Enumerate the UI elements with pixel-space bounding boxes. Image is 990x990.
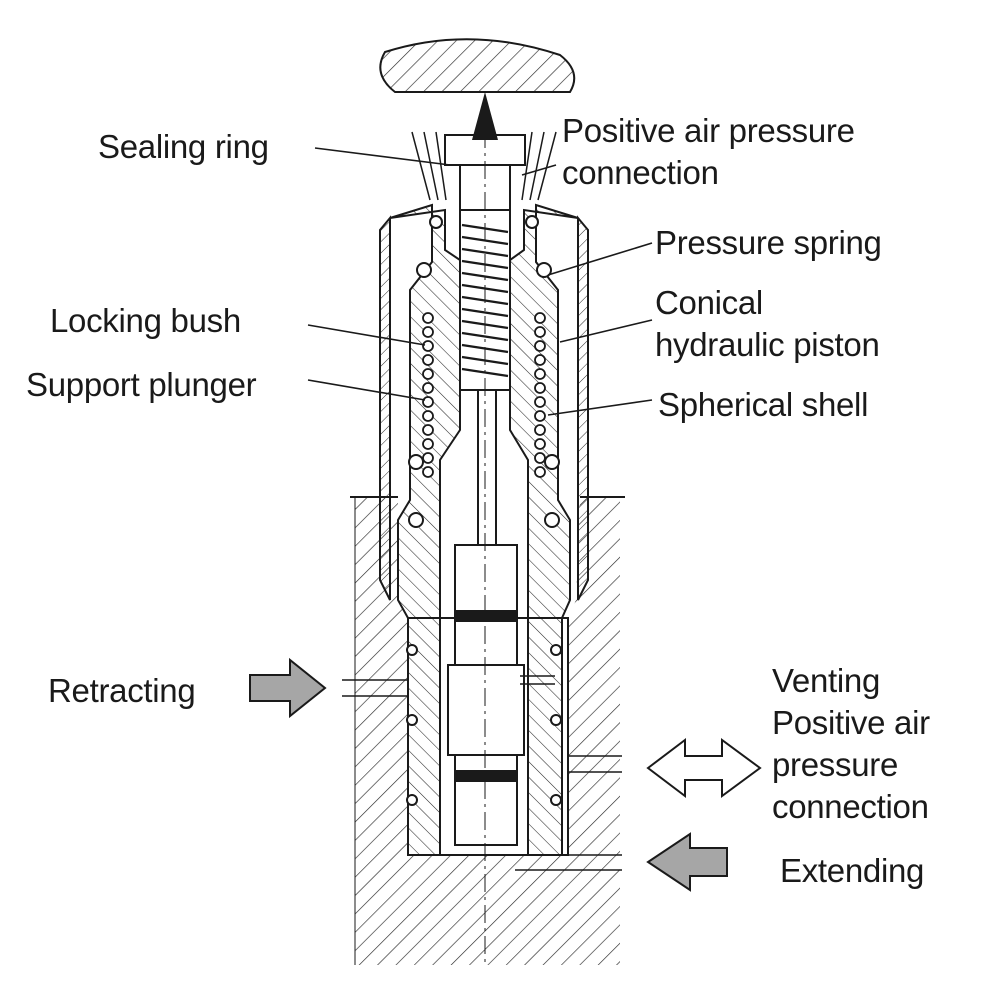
label-line-4: connection	[772, 788, 929, 825]
port-channels	[342, 675, 622, 871]
label-line-1: Venting	[772, 662, 881, 699]
workpiece	[379, 38, 576, 93]
o-ring-seals	[406, 215, 562, 806]
label-support-plunger: Support plunger	[26, 366, 257, 403]
label-line-2: Positive air	[772, 704, 930, 741]
label-conical-hydraulic-piston: Conical hydraulic piston	[655, 282, 880, 366]
contact-tip	[472, 92, 498, 140]
element-body	[379, 203, 589, 856]
label-sealing-ring: Sealing ring	[98, 128, 269, 165]
label-line-1: Positive air pressure	[562, 112, 855, 149]
locking-bush-balls	[422, 312, 546, 478]
label-positive-air-pressure-connection-top: Positive air pressure connection	[562, 110, 855, 194]
label-line-3: pressure	[772, 746, 898, 783]
label-line-1: Conical	[655, 284, 763, 321]
label-venting-positive-air: Venting Positive air pressure connection	[772, 660, 930, 828]
leader-lines	[307, 147, 653, 416]
extending-arrow	[646, 832, 728, 892]
retracting-arrow	[249, 657, 327, 719]
label-locking-bush: Locking bush	[50, 302, 241, 339]
label-spherical-shell: Spherical shell	[658, 386, 869, 423]
venting-double-arrow	[646, 737, 762, 799]
label-extending: Extending	[780, 852, 925, 889]
label-line-2: hydraulic piston	[655, 326, 880, 363]
label-line-2: connection	[562, 154, 719, 191]
label-pressure-spring: Pressure spring	[655, 224, 882, 261]
label-retracting: Retracting	[48, 672, 196, 709]
sealing-ring-lips	[411, 131, 557, 201]
